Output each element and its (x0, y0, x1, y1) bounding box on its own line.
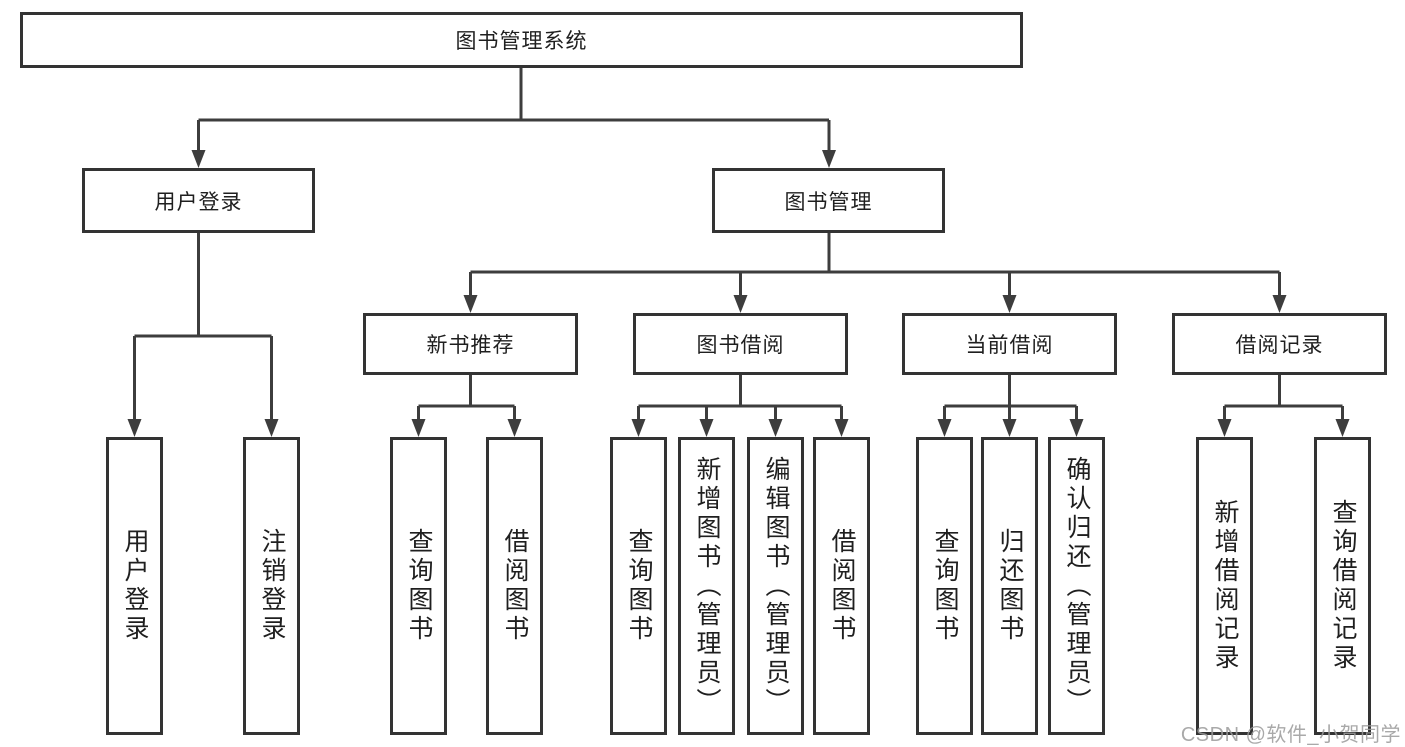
node-label: 归还图书 (996, 528, 1024, 644)
leaf-borrow-books-borrowing: 借阅图书 (813, 437, 870, 735)
node-label: 图书借阅 (696, 334, 785, 357)
node-label: 查询图书 (625, 528, 653, 644)
node-user-login: 用户登录 (82, 168, 315, 233)
leaf-borrow-books-recommend: 借阅图书 (486, 437, 543, 735)
node-label: 新增借阅记录 (1211, 499, 1239, 673)
leaf-add-book-admin: 新增图书（管理员） (678, 437, 735, 735)
connector-user-login-to-leaves (127, 233, 279, 437)
connector-book-mgmt-to-level3 (463, 233, 1287, 313)
arrowhead (1217, 419, 1232, 437)
leaf-query-books-borrowing: 查询图书 (610, 437, 667, 735)
leaf-logout-login: 注销登录 (243, 437, 300, 735)
leaf-query-books-current: 查询图书 (916, 437, 973, 735)
arrowhead (507, 419, 522, 437)
node-label: 编辑图书（管理员） (762, 455, 790, 717)
node-book-borrowing: 图书借阅 (633, 313, 848, 375)
leaf-confirm-return-admin: 确认归还（管理员） (1048, 437, 1105, 735)
arrowhead (834, 419, 849, 437)
node-label: 图书管理系统 (455, 30, 588, 53)
node-label: 当前借阅 (965, 334, 1054, 357)
node-label: 借阅图书 (828, 528, 856, 644)
arrowhead (937, 419, 952, 437)
leaf-user-login: 用户登录 (106, 437, 163, 735)
leaf-query-books-recommend: 查询图书 (390, 437, 447, 735)
arrowhead (127, 419, 142, 437)
connector-current-borrow-to-leaves (937, 375, 1084, 437)
node-label: 查询图书 (405, 528, 433, 644)
arrowhead (1002, 419, 1017, 437)
node-label: 借阅图书 (501, 528, 529, 644)
arrowhead (631, 419, 646, 437)
node-label: 确认归还（管理员） (1063, 455, 1091, 717)
leaf-add-borrow-record: 新增借阅记录 (1196, 437, 1253, 735)
node-label: 查询图书 (931, 528, 959, 644)
arrowhead (264, 419, 279, 437)
node-borrowing-records: 借阅记录 (1172, 313, 1387, 375)
node-book-management: 图书管理 (712, 168, 945, 233)
node-label: 新书推荐 (426, 334, 515, 357)
leaf-query-borrow-record: 查询借阅记录 (1314, 437, 1371, 735)
node-root-system: 图书管理系统 (20, 12, 1023, 68)
csdn-watermark: CSDN @软件_小贺同学 (1180, 724, 1401, 746)
arrowhead (733, 295, 748, 313)
node-label: 借阅记录 (1235, 334, 1324, 357)
node-label: 用户登录 (154, 190, 243, 214)
arrowhead (463, 295, 478, 313)
arrowhead (191, 150, 206, 168)
node-label: 用户登录 (121, 528, 149, 644)
node-label: 注销登录 (258, 528, 286, 644)
node-current-borrowing: 当前借阅 (902, 313, 1117, 375)
node-new-book-recommend: 新书推荐 (363, 313, 578, 375)
leaf-edit-book-admin: 编辑图书（管理员） (747, 437, 804, 735)
leaf-return-book: 归还图书 (981, 437, 1038, 735)
connector-book-borrow-to-leaves (631, 375, 849, 437)
connector-new-book-to-leaves (411, 375, 522, 437)
arrowhead (1002, 295, 1017, 313)
connector-borrow-record-to-leaves (1217, 375, 1350, 437)
arrowhead (1069, 419, 1084, 437)
arrowhead (822, 150, 836, 168)
arrowhead (1272, 295, 1287, 313)
connector-root-to-level2 (191, 67, 836, 168)
node-label: 图书管理 (784, 190, 873, 214)
node-label: 查询借阅记录 (1329, 499, 1357, 673)
arrowhead (768, 419, 783, 437)
node-label: 新增图书（管理员） (693, 455, 721, 717)
arrowhead (699, 419, 714, 437)
arrowhead (1335, 419, 1350, 437)
arrowhead (411, 419, 426, 437)
